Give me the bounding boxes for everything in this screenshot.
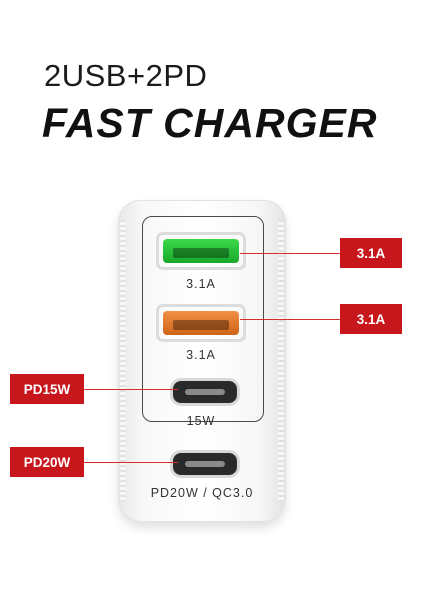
headline: 2USB+2PD [44, 58, 208, 93]
type-c-tongue [185, 389, 225, 395]
callout-usb1-current: 3.1A [340, 238, 402, 268]
callout-typec1-power: PD15W [10, 374, 84, 404]
usb-a-port-insert [163, 311, 239, 335]
usb-a-port-2-label: 3.1A [186, 348, 216, 362]
leader-line-right-mid [240, 319, 340, 320]
usb-a-port-orange [156, 304, 246, 342]
type-c-port-1-label: 15W [186, 414, 216, 428]
type-c-port-1 [170, 378, 240, 406]
callout-typec2-power: PD20W [10, 447, 84, 477]
leader-line-right-top [240, 253, 340, 254]
type-c-port-2-label: PD20W / QC3.0 [150, 486, 254, 500]
usb-a-port-1-label: 3.1A [186, 277, 216, 291]
leader-line-left-top [82, 389, 178, 390]
type-c-port-2 [170, 450, 240, 478]
usb-a-port-insert [163, 239, 239, 263]
usb-a-port-green [156, 232, 246, 270]
callout-usb2-current: 3.1A [340, 304, 402, 334]
product-title: FAST CHARGER [42, 100, 378, 146]
usb-a-slot [173, 320, 229, 330]
charger-ridge-right [278, 220, 284, 502]
charger-ridge-left [120, 220, 126, 502]
leader-line-left-bottom [84, 462, 178, 463]
usb-a-slot [173, 248, 229, 258]
type-c-tongue [185, 461, 225, 467]
